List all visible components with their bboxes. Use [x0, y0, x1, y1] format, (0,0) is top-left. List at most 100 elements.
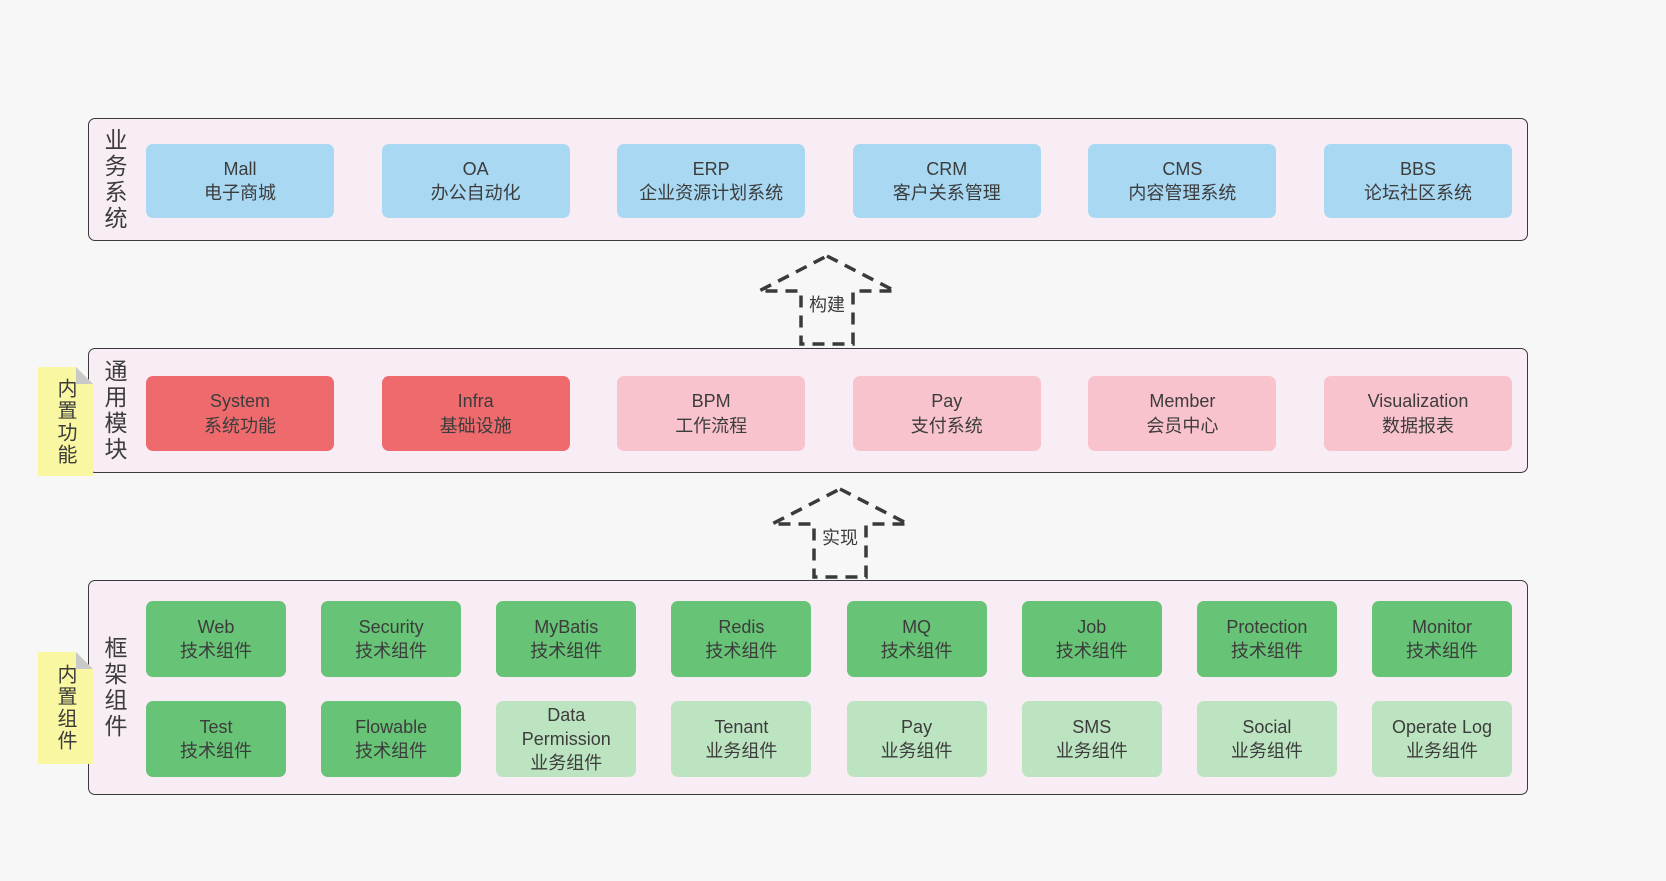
band-framework-components: 框架组件 Web 技术组件 Security 技术组件 MyBatis 技术组件… [88, 580, 1528, 795]
box-title: Redis [718, 616, 765, 637]
box-subtitle: 业务组件 [1055, 741, 1128, 761]
box-subtitle: 论坛社区系统 [1363, 183, 1472, 203]
box-title: Security [358, 616, 424, 637]
box-flowable: Flowable 技术组件 [321, 701, 462, 777]
box-subtitle: 电子商城 [204, 183, 276, 203]
framework-components-row-1: Web 技术组件 Security 技术组件 MyBatis 技术组件 Redi… [146, 601, 1512, 677]
box-social: Social 业务组件 [1196, 701, 1337, 777]
sticky-note-text: 内置功能 [54, 377, 76, 466]
box-system: System 系统功能 [146, 376, 334, 451]
box-pay-system: Pay 支付系统 [852, 376, 1041, 451]
implement-arrow-label: 实现 [819, 524, 861, 550]
box-title: Data Permission [521, 704, 611, 749]
box-title: Tenant [714, 716, 769, 737]
box-title: CMS [1162, 158, 1203, 179]
box-subtitle: 技术组件 [180, 641, 252, 661]
box-subtitle: 技术组件 [530, 641, 603, 661]
box-cms: CMS 内容管理系统 [1088, 144, 1277, 218]
box-erp: ERP 企业资源计划系统 [617, 144, 806, 218]
box-member: Member 会员中心 [1088, 376, 1277, 451]
box-title: Web [197, 616, 235, 637]
band-framework-components-label: 框架组件 [101, 635, 127, 740]
box-operate-log: Operate Log 业务组件 [1371, 701, 1512, 777]
box-mall: Mall 电子商城 [146, 144, 334, 218]
box-mq: MQ 技术组件 [846, 601, 987, 677]
box-data-permission: Data Permission 业务组件 [496, 701, 637, 777]
box-test: Test 技术组件 [146, 701, 286, 777]
business-systems-box-row: Mall 电子商城 OA 办公自动化 ERP 企业资源计划系统 CRM 客户关系… [146, 144, 1512, 218]
box-subtitle: 客户关系管理 [892, 183, 1001, 203]
common-modules-box-row: System 系统功能 Infra 基础设施 BPM 工作流程 Pay 支付系统… [146, 376, 1512, 451]
box-subtitle: 技术组件 [1405, 641, 1478, 661]
sticky-paper [38, 652, 93, 764]
build-arrow: 构建 [757, 254, 897, 346]
box-crm: CRM 客户关系管理 [852, 144, 1041, 218]
box-title: MQ [902, 616, 932, 637]
box-bpm: BPM 工作流程 [617, 376, 806, 451]
box-title: CRM [926, 158, 968, 179]
box-title: ERP [692, 158, 730, 179]
box-subtitle: 会员中心 [1146, 415, 1219, 436]
box-subtitle: 业务组件 [1405, 741, 1478, 761]
box-title: Test [199, 716, 233, 737]
box-subtitle: 技术组件 [705, 641, 778, 661]
box-title: Monitor [1411, 616, 1472, 637]
box-title: Social [1242, 716, 1292, 737]
box-title: Job [1077, 616, 1107, 637]
band-common-modules-label: 通用模块 [101, 358, 127, 463]
box-title: Mall [223, 158, 257, 179]
box-pay-component: Pay 业务组件 [846, 701, 987, 777]
box-title: Flowable [355, 716, 428, 737]
box-subtitle: 数据报表 [1381, 415, 1454, 436]
box-subtitle: 技术组件 [355, 641, 428, 661]
box-subtitle: 技术组件 [1230, 641, 1303, 661]
box-title: System [209, 391, 270, 412]
sticky-note-text: 内置组件 [54, 664, 76, 752]
box-title: Protection [1226, 616, 1308, 637]
box-oa: OA 办公自动化 [381, 144, 570, 218]
box-protection: Protection 技术组件 [1196, 601, 1337, 677]
build-arrow-label: 构建 [806, 291, 848, 317]
box-subtitle: 业务组件 [1230, 741, 1303, 761]
box-title: Operate Log [1391, 716, 1493, 737]
box-subtitle: 技术组件 [1055, 641, 1128, 661]
box-subtitle: 技术组件 [355, 741, 428, 761]
box-subtitle: 内容管理系统 [1128, 183, 1237, 203]
box-bbs: BBS 论坛社区系统 [1323, 144, 1512, 218]
box-subtitle: 业务组件 [530, 753, 603, 774]
box-title: Infra [457, 391, 494, 412]
box-title: Pay [901, 716, 933, 737]
band-common-modules: 通用模块 System 系统功能 Infra 基础设施 BPM 工作流程 Pay… [88, 348, 1528, 473]
dashed-up-arrow-icon [771, 487, 909, 579]
box-subtitle: 办公自动化 [430, 183, 521, 203]
box-monitor: Monitor 技术组件 [1371, 601, 1512, 677]
band-business-systems-label: 业务系统 [101, 127, 127, 232]
sticky-note-builtin-features: 内置功能 [38, 367, 93, 476]
band-business-systems: 业务系统 Mall 电子商城 OA 办公自动化 ERP 企业资源计划系统 CRM… [88, 118, 1528, 241]
box-title: BPM [691, 391, 731, 412]
box-tenant: Tenant 业务组件 [671, 701, 812, 777]
sticky-paper [38, 367, 93, 476]
framework-components-row-2: Test 技术组件 Flowable 技术组件 Data Permission … [146, 701, 1512, 777]
box-web: Web 技术组件 [146, 601, 286, 677]
box-subtitle: 业务组件 [880, 741, 953, 761]
implement-arrow: 实现 [770, 487, 910, 579]
box-mybatis: MyBatis 技术组件 [496, 601, 637, 677]
box-title: Visualization [1367, 391, 1469, 412]
box-sms: SMS 业务组件 [1021, 701, 1162, 777]
box-redis: Redis 技术组件 [671, 601, 812, 677]
box-security: Security 技术组件 [321, 601, 462, 677]
box-visualization: Visualization 数据报表 [1323, 376, 1512, 451]
box-subtitle: 企业资源计划系统 [639, 183, 784, 203]
box-subtitle: 技术组件 [180, 741, 252, 761]
box-title: OA [462, 158, 489, 179]
box-title: SMS [1072, 716, 1112, 737]
box-subtitle: 业务组件 [705, 741, 778, 761]
dashed-up-arrow-icon [758, 254, 896, 346]
box-title: Member [1149, 391, 1216, 412]
box-title: Pay [931, 391, 963, 412]
sticky-note-builtin-components: 内置组件 [38, 652, 93, 764]
box-infra: Infra 基础设施 [381, 376, 570, 451]
box-title: BBS [1399, 158, 1436, 179]
